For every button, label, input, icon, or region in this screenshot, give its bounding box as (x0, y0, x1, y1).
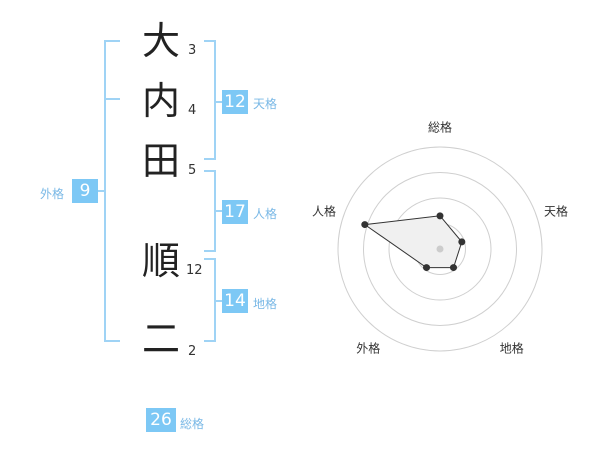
radar-axis-label-4: 外格 (356, 341, 381, 356)
name-char-5: 二 (141, 317, 180, 361)
gaikaku-value: 9 (72, 179, 98, 203)
radar-ring-2 (388, 197, 492, 301)
name-char-3: 田 (141, 139, 180, 183)
radar-axis-label-1: 総格 (427, 120, 453, 135)
jinkaku-value: 17 (222, 200, 248, 224)
stroke-count-5: 2 (188, 344, 197, 359)
radar-ring-4 (337, 146, 543, 352)
radar-point-1 (436, 212, 444, 220)
chikaku-value: 14 (222, 289, 248, 313)
radar-axis-label-5: 人格 (311, 204, 336, 219)
name-char-2: 内 (141, 79, 180, 123)
tenkaku-connector (214, 101, 222, 103)
radar-point-4 (423, 264, 431, 272)
name-char-4: 順 (141, 239, 180, 283)
stroke-count-3: 5 (188, 163, 197, 178)
radar-polygon (363, 215, 463, 269)
radar-axis-label-2: 天格 (544, 204, 569, 219)
stroke-count-1: 3 (188, 43, 197, 58)
gaikaku-label: 外格 (40, 187, 65, 201)
jinkaku-label: 人格 (253, 207, 278, 221)
radar-points (361, 212, 466, 272)
name-char-1: 大 (141, 19, 180, 63)
tenkaku-bracket (204, 40, 216, 160)
stroke-count-4: 12 (186, 263, 203, 278)
soukaku-value: 26 (146, 408, 176, 432)
tenkaku-value: 12 (222, 90, 248, 114)
radar-rings (337, 146, 543, 352)
radar-axis-label-3: 地格 (499, 341, 524, 356)
gaikaku-connector (96, 190, 106, 192)
radar-ring-3 (363, 172, 517, 326)
stroke-count-2: 4 (188, 103, 197, 118)
chikaku-connector (214, 300, 222, 302)
jinkaku-connector (214, 210, 222, 212)
radar-point-5 (361, 221, 369, 229)
radar-center-dot (436, 245, 444, 253)
gaikaku-bracket-tick (106, 98, 120, 100)
radar-point-3 (449, 264, 457, 272)
tenkaku-label: 天格 (253, 97, 278, 111)
soukaku-label: 総格 (180, 417, 205, 431)
radar-point-2 (458, 238, 466, 246)
chikaku-label: 地格 (253, 297, 278, 311)
